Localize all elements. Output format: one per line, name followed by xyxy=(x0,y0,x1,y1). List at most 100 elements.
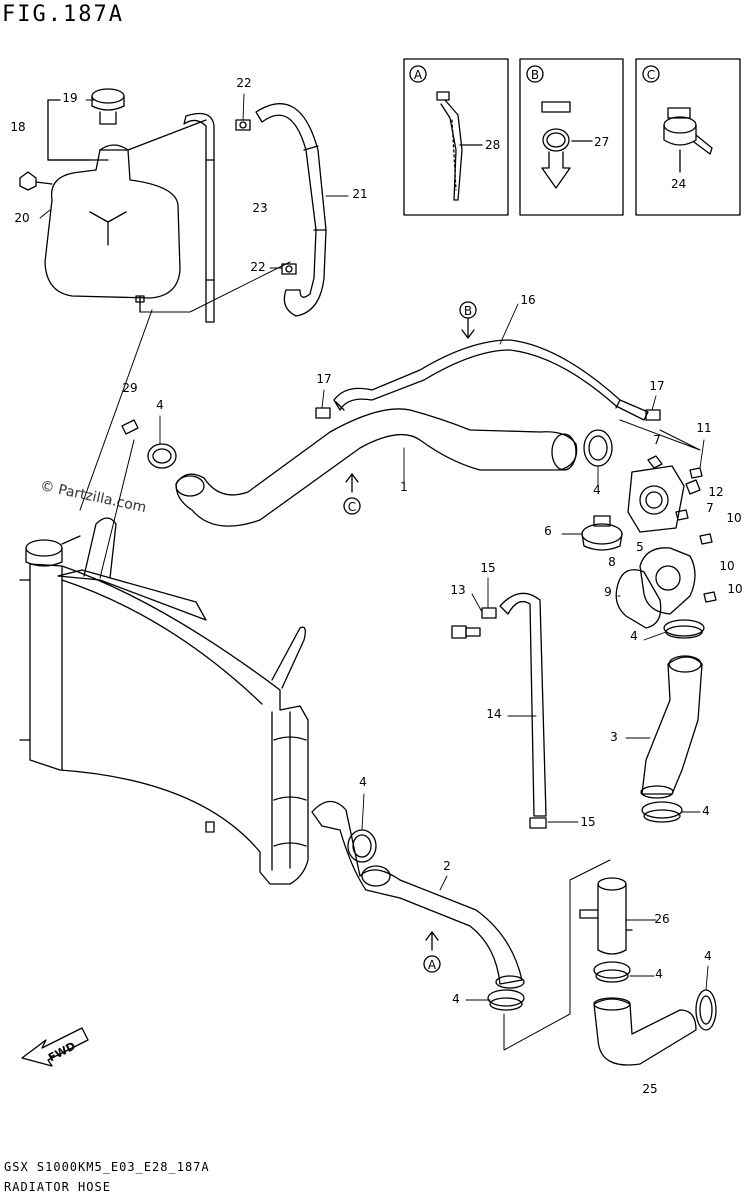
callout-4: 4 xyxy=(359,775,367,789)
callout-22: 22 xyxy=(236,76,251,90)
hose-3 xyxy=(640,655,703,799)
thermostat-6 xyxy=(581,515,623,551)
clamp-4-hose2-bottom xyxy=(487,989,525,1011)
clamp-4-hose1-left xyxy=(147,443,177,469)
marker-c: C xyxy=(343,473,361,515)
clamp-4-hose25 xyxy=(695,989,717,1031)
inset-a-part: 28 xyxy=(485,138,500,152)
reservoir-cap xyxy=(91,88,125,125)
reservoir-tank xyxy=(44,144,181,313)
callout-6: 6 xyxy=(544,524,552,538)
callout-23: 23 xyxy=(252,201,267,215)
hose-clip-icon xyxy=(541,101,571,189)
inset-c-part: 24 xyxy=(671,177,686,191)
marker-b: B xyxy=(459,301,477,339)
cable-tie-icon xyxy=(436,91,463,201)
clamp-17-left xyxy=(315,407,331,419)
callout-11: 11 xyxy=(696,421,711,435)
bolt-20 xyxy=(19,171,53,191)
callout-26: 26 xyxy=(654,912,669,926)
hose-14 xyxy=(499,592,547,817)
marker-a: A xyxy=(423,931,441,973)
inset-b-part: 27 xyxy=(594,135,609,149)
callout-17: 17 xyxy=(316,372,331,386)
callout-1: 1 xyxy=(400,480,408,494)
svg-text:A: A xyxy=(428,958,437,972)
hose-1 xyxy=(175,408,578,527)
callout-10: 10 xyxy=(726,511,741,525)
clamp-15-top xyxy=(481,607,497,619)
inset-b-letter: B xyxy=(531,68,539,82)
radiator-cap xyxy=(25,535,81,567)
figure-title: FIG.187A xyxy=(2,2,124,27)
thermostat-cover-8 xyxy=(639,547,696,615)
callout-7: 7 xyxy=(653,433,661,447)
hose-25 xyxy=(593,997,697,1066)
clamp-17-right xyxy=(645,409,661,421)
union-13 xyxy=(451,625,481,639)
callout-29: 29 xyxy=(122,381,137,395)
clamp-22-bottom xyxy=(281,263,297,275)
callout-18: 18 xyxy=(10,120,25,134)
clamp-4-hose1-right xyxy=(583,429,613,467)
callout-16: 16 xyxy=(520,293,535,307)
callout-22: 22 xyxy=(250,260,265,274)
callout-12: 12 xyxy=(708,485,723,499)
callout-10: 10 xyxy=(719,559,734,573)
callout-4: 4 xyxy=(630,629,638,643)
pipe-26 xyxy=(579,877,633,955)
callout-10: 10 xyxy=(727,582,742,596)
hose-23 xyxy=(127,112,215,323)
bracket-18 xyxy=(47,99,91,161)
footer-code: GSX S1000KM5_E03_E28_187A xyxy=(4,1160,210,1174)
callout-15: 15 xyxy=(480,561,495,575)
inset-b: B 27 xyxy=(519,58,624,216)
inset-a-letter: A xyxy=(414,68,423,82)
clamp-4-hose3-top xyxy=(663,619,705,639)
clamp-22-top xyxy=(235,119,251,131)
inset-c: C 24 xyxy=(635,58,741,216)
hose-16 xyxy=(333,339,649,421)
footer-name: RADIATOR HOSE xyxy=(4,1180,111,1194)
spring-clamp-icon xyxy=(663,107,713,155)
callout-17: 17 xyxy=(649,379,664,393)
callout-25: 25 xyxy=(642,1082,657,1096)
radiator xyxy=(19,563,309,885)
callout-4: 4 xyxy=(655,967,663,981)
o-ring-9 xyxy=(615,569,662,629)
callout-3: 3 xyxy=(610,730,618,744)
clamp-4-pipe26 xyxy=(593,961,631,983)
callout-4: 4 xyxy=(156,398,164,412)
callout-20: 20 xyxy=(14,211,29,225)
callout-4: 4 xyxy=(704,949,712,963)
callout-2: 2 xyxy=(443,859,451,873)
thermostat-housing-5 xyxy=(627,465,685,533)
fwd-arrow-icon: FWD xyxy=(21,1027,89,1067)
clamp-15-bottom xyxy=(529,817,547,829)
callout-13: 13 xyxy=(450,583,465,597)
callout-14: 14 xyxy=(486,707,501,721)
bolts-7-10-12 xyxy=(647,455,717,603)
radiator-bracket xyxy=(83,517,117,579)
hose-21 xyxy=(255,103,327,317)
inset-a: A 28 xyxy=(403,58,509,216)
callout-4: 4 xyxy=(593,483,601,497)
callout-19: 19 xyxy=(62,91,77,105)
callout-15: 15 xyxy=(580,815,595,829)
svg-text:C: C xyxy=(348,500,356,514)
hose-2 xyxy=(311,800,525,989)
callout-4: 4 xyxy=(702,804,710,818)
clamp-4-hose3-bottom xyxy=(641,801,683,823)
callout-5: 5 xyxy=(636,540,644,554)
grommet-29 xyxy=(121,419,139,435)
callout-9: 9 xyxy=(604,585,612,599)
callout-21: 21 xyxy=(352,187,367,201)
callout-4: 4 xyxy=(452,992,460,1006)
svg-text:B: B xyxy=(464,304,472,318)
callout-8: 8 xyxy=(608,555,616,569)
inset-c-letter: C xyxy=(647,68,655,82)
callout-7: 7 xyxy=(706,501,714,515)
